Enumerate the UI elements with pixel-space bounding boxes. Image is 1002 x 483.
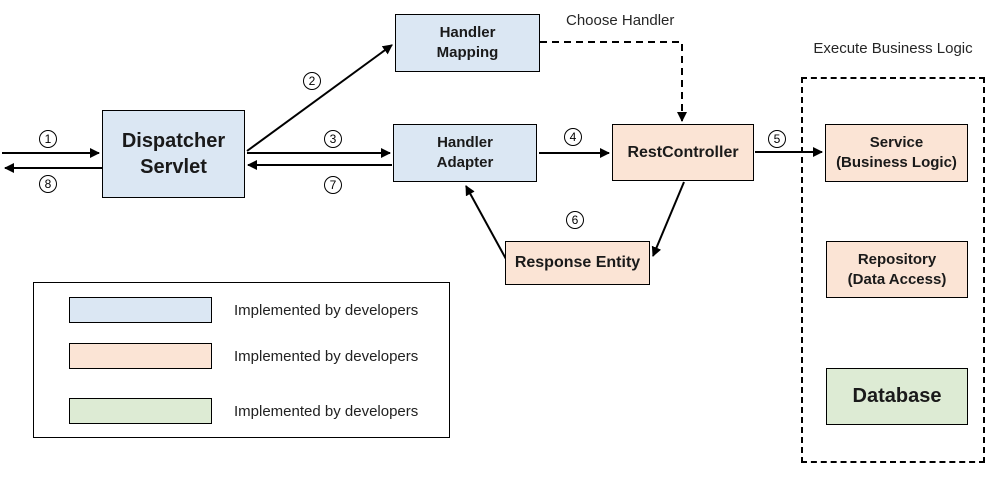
node-label: RestController [627, 143, 739, 161]
node-service: Service (Business Logic) [825, 124, 968, 182]
step-badge-1: 1 [39, 130, 57, 148]
node-repository: Repository (Data Access) [826, 241, 968, 298]
node-handler-mapping: Handler Mapping [395, 14, 540, 72]
arrow-response-entity-to-handler-adapter [465, 185, 507, 260]
legend-label: Implemented by developers [234, 347, 419, 365]
arrow-restcontroller-to-response-entity [651, 181, 685, 257]
execute-business-logic-container [801, 77, 985, 463]
choose-handler-annotation: Choose Handler [566, 12, 675, 29]
node-dispatcher-servlet: Dispatcher Servlet [102, 110, 245, 198]
legend-row: Implemented by developers [34, 398, 449, 424]
step-badge-4: 4 [564, 128, 582, 146]
node-database: Database [826, 368, 968, 425]
legend-row: Implemented by developers [34, 343, 449, 369]
legend-swatch-peach [69, 343, 212, 369]
node-label: Mapping [436, 44, 499, 61]
step-badge-2: 2 [303, 72, 321, 90]
node-label: Handler [437, 134, 493, 152]
legend-label: Implemented by developers [234, 301, 419, 319]
node-label: (Business Logic) [836, 154, 957, 171]
legend-row: Implemented by developers [34, 297, 449, 323]
node-response-entity: Response Entity [505, 241, 650, 285]
node-handler-adapter: Handler Adapter [393, 124, 537, 182]
legend-swatch-green [69, 398, 212, 424]
step-badge-5: 5 [768, 130, 786, 148]
node-label: Dispatcher [121, 129, 226, 152]
step-badge-7: 7 [324, 176, 342, 194]
node-rest-controller: RestController [612, 124, 754, 181]
node-label: Servlet [140, 156, 207, 178]
step-badge-3: 3 [324, 130, 342, 148]
node-label: Handler [439, 24, 496, 42]
legend-box: Implemented by developers Implemented by… [33, 282, 450, 438]
execute-business-logic-title: Execute Business Logic [813, 40, 973, 57]
step-badge-8: 8 [39, 175, 57, 193]
node-label: Service [869, 134, 924, 152]
step-badge-6: 6 [566, 211, 584, 229]
node-label: Database [852, 385, 942, 408]
arrow-step2-to-handler-mapping [246, 44, 393, 152]
node-label: (Data Access) [847, 270, 947, 288]
node-label: Response Entity [514, 254, 641, 272]
legend-label: Implemented by developers [234, 402, 419, 420]
legend-swatch-blue [69, 297, 212, 323]
dashed-arrow-choose-handler [540, 41, 687, 122]
node-label: Adapter [436, 154, 494, 171]
node-label: Repository [857, 250, 937, 268]
